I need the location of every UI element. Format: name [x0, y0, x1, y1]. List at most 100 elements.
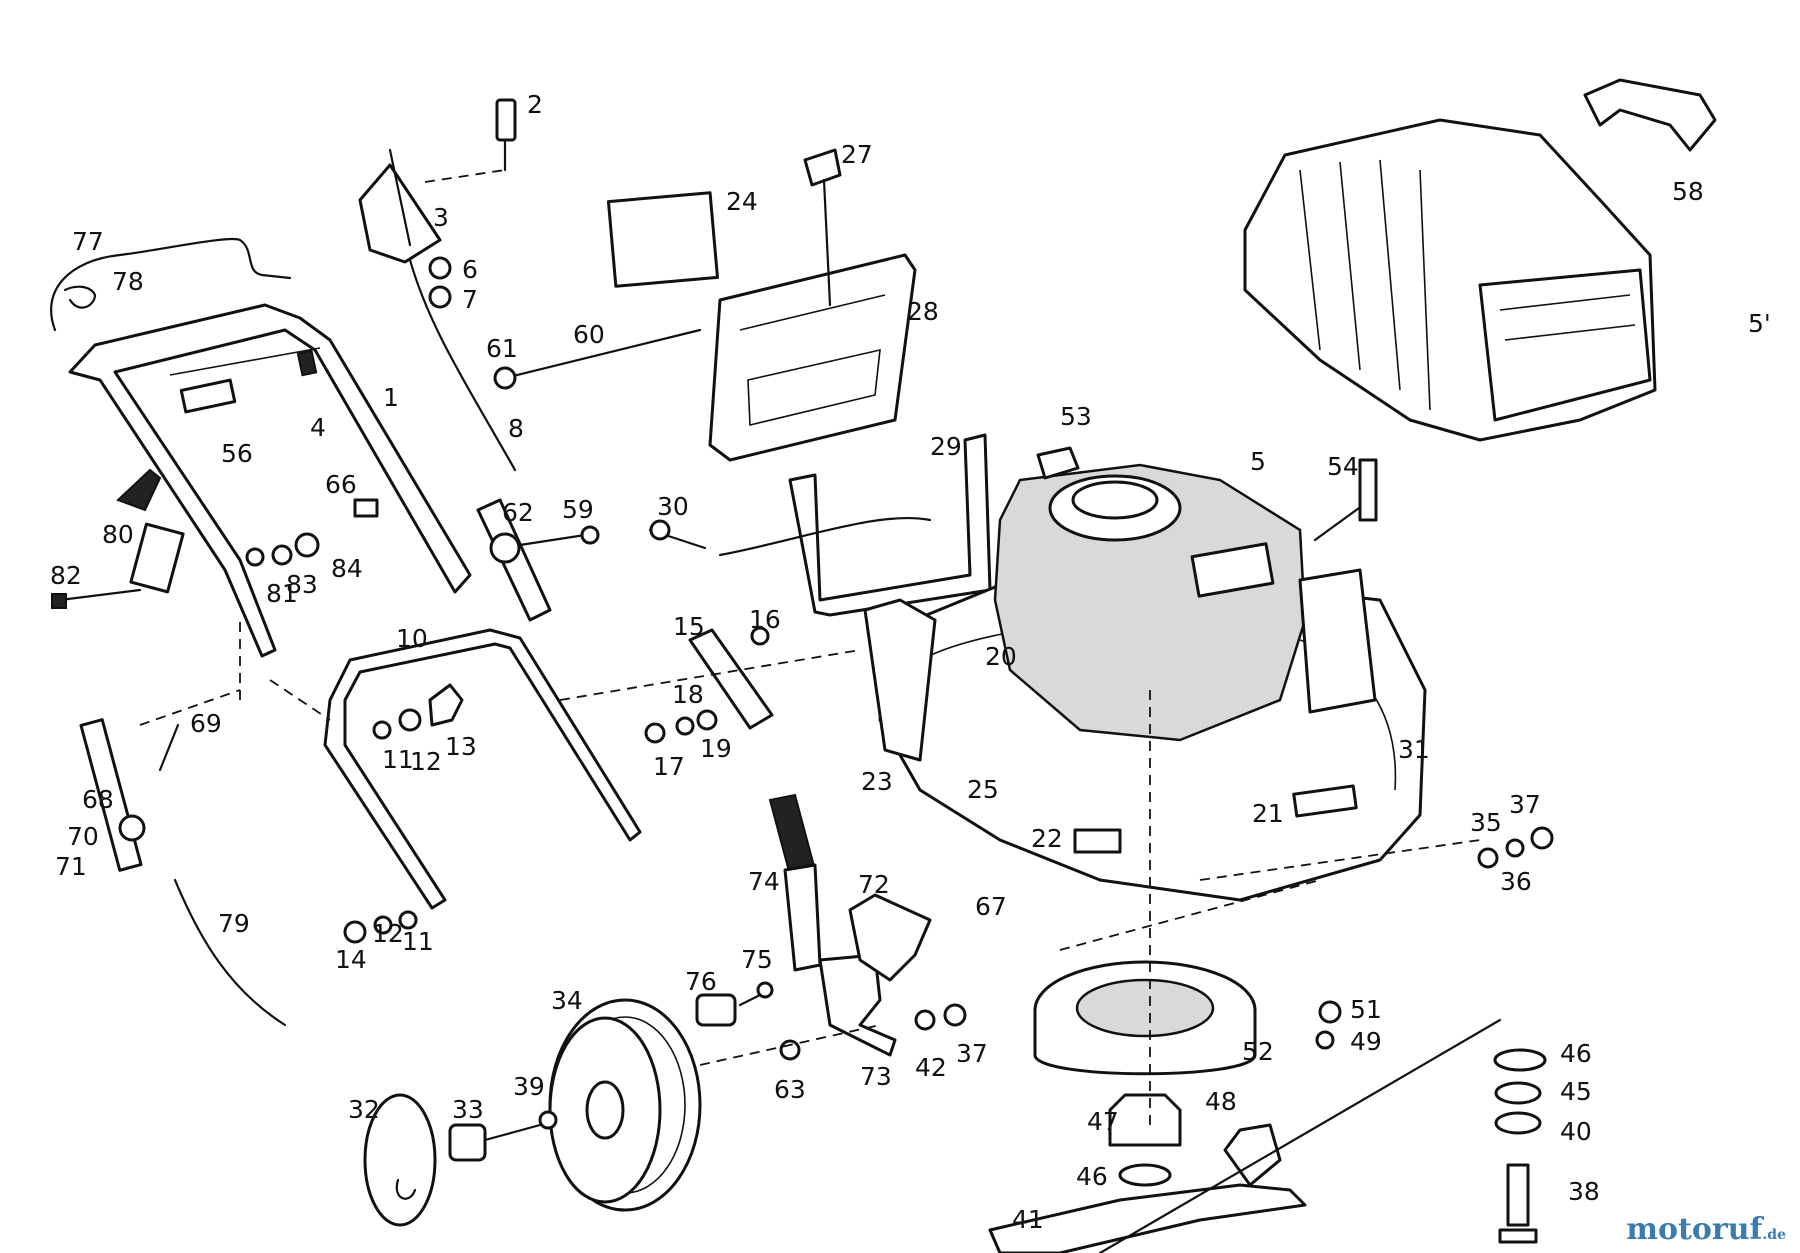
part-label-46: 46: [1560, 1039, 1592, 1068]
part-label-46: 46: [1076, 1162, 1108, 1191]
part-label-76: 76: [685, 967, 717, 996]
hubcap-32: [363, 1093, 437, 1227]
part-label-24: 24: [726, 187, 758, 216]
part-label-34: 34: [551, 986, 583, 1015]
part-label-12: 12: [372, 919, 404, 948]
part-label-58: 58: [1672, 177, 1704, 206]
part-label-45: 45: [1560, 1077, 1592, 1106]
throttle-lever: [79, 718, 287, 1027]
upper-handle: [68, 303, 472, 658]
bracket-3: [358, 98, 517, 472]
part-label-73: 73: [860, 1062, 892, 1091]
part-label-35: 35: [1470, 808, 1502, 837]
part-label-19: 19: [700, 734, 732, 763]
part-label-25: 25: [967, 775, 999, 804]
part-label-48: 48: [1205, 1087, 1237, 1116]
part-label-4: 4: [310, 413, 326, 442]
clamp-lever-80: [51, 468, 185, 609]
part-label-66: 66: [325, 470, 357, 499]
knob-76: [695, 981, 774, 1027]
part-label-69: 69: [190, 709, 222, 738]
part-label-53: 53: [1060, 402, 1092, 431]
part-label-52: 52: [1242, 1037, 1274, 1066]
part-label-20: 20: [985, 642, 1017, 671]
frame-29: [648, 433, 992, 617]
part-label-8: 8: [508, 414, 524, 443]
part-label-72: 72: [858, 870, 890, 899]
part-label-31: 31: [1398, 735, 1430, 764]
flap-28: [493, 148, 917, 462]
axle-bolt-33: [448, 1110, 558, 1162]
grass-catcher: [1243, 78, 1717, 442]
part-label-18: 18: [672, 680, 704, 709]
part-label-40: 40: [1560, 1117, 1592, 1146]
part-label-63: 63: [774, 1075, 806, 1104]
part-label-75: 75: [741, 945, 773, 974]
part-label-14: 14: [335, 945, 367, 974]
part-label-29: 29: [930, 432, 962, 461]
watermark-suffix: .de: [1762, 1227, 1786, 1243]
part-label-71: 71: [55, 852, 87, 881]
part-label-74: 74: [748, 867, 780, 896]
part-label-27: 27: [841, 140, 873, 169]
blade-adapter-47: [1108, 1093, 1182, 1187]
part-label-3: 3: [433, 203, 449, 232]
part-label-68: 68: [82, 785, 114, 814]
cutting-bracket-15: [644, 626, 774, 744]
part-label-23: 23: [861, 767, 893, 796]
part-label-36: 36: [1500, 867, 1532, 896]
part-label-47: 47: [1087, 1107, 1119, 1136]
washers-center: [699, 1003, 967, 1066]
part-label-82: 82: [50, 561, 82, 590]
part-label-61: 61: [486, 334, 518, 363]
part-label-37: 37: [956, 1039, 988, 1068]
part-label-32: 32: [348, 1095, 380, 1124]
part-label-80: 80: [102, 520, 134, 549]
height-lever-74: [768, 793, 897, 1057]
part-label-60: 60: [573, 320, 605, 349]
part-label-56: 56: [221, 439, 253, 468]
part-label-83: 83: [286, 570, 318, 599]
part-label-5: 5: [1250, 447, 1266, 476]
part-label-39: 39: [513, 1072, 545, 1101]
part-label-6: 6: [462, 255, 478, 284]
part-label-79: 79: [218, 909, 250, 938]
part-label-70: 70: [67, 822, 99, 851]
part-label-13: 13: [445, 732, 477, 761]
part-label-77: 77: [72, 227, 104, 256]
part-label-17: 17: [653, 752, 685, 781]
part-label-16: 16: [749, 605, 781, 634]
part-label-30: 30: [657, 492, 689, 521]
part-label-7: 7: [462, 285, 478, 314]
part-label-28: 28: [907, 297, 939, 326]
label-24: [606, 191, 719, 288]
part-label-67: 67: [975, 892, 1007, 921]
labels-21-22: [1073, 784, 1358, 854]
part-label-78: 78: [112, 267, 144, 296]
part-label-5prime: 5': [1748, 309, 1771, 338]
part-label-37: 37: [1509, 790, 1541, 819]
part-label-11: 11: [382, 745, 414, 774]
part-label-81: 81: [266, 579, 298, 608]
part-label-51: 51: [1350, 995, 1382, 1024]
washers-right: [1315, 826, 1554, 1244]
part-label-12: 12: [410, 747, 442, 776]
part-label-1: 1: [383, 383, 399, 412]
part-label-62: 62: [502, 498, 534, 527]
part-label-38: 38: [1568, 1177, 1600, 1206]
part-label-11: 11: [402, 927, 434, 956]
hardware-left: [139, 498, 464, 944]
watermark: motoruf.de: [1626, 1212, 1786, 1247]
cable-77: [50, 237, 292, 332]
part-label-41: 41: [1012, 1205, 1044, 1234]
part-label-84: 84: [331, 554, 363, 583]
part-label-2: 2: [527, 90, 543, 119]
part-label-10: 10: [396, 624, 428, 653]
wheel-34: [548, 998, 702, 1212]
part-label-15: 15: [673, 612, 705, 641]
adjuster-62: [476, 498, 600, 622]
plate-72: [848, 893, 932, 982]
part-label-49: 49: [1350, 1027, 1382, 1056]
